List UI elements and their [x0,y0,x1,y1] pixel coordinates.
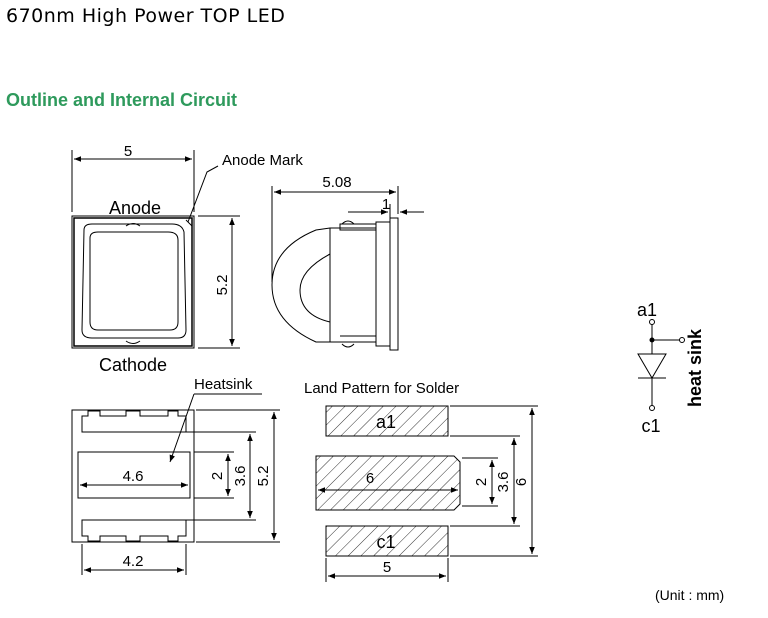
circuit-a1-label: a1 [637,300,657,320]
dim-bottom-h2: 3.6 [232,466,249,487]
dim-top-width: 5 [124,143,132,160]
dim-side-flange: 1 [382,196,390,213]
unit-note: (Unit : mm) [655,587,725,603]
dim-bottom-h3: 5.2 [255,466,272,487]
land-pattern-label: Land Pattern for Solder [304,380,459,397]
pad-c1-label: c1 [376,532,395,552]
dim-land-h3: 6 [513,478,530,486]
bottom-view [71,393,280,575]
cathode-label: Cathode [99,355,167,375]
dim-land-h1: 2 [473,478,490,486]
anode-label: Anode [109,198,161,218]
dim-heatsink-width: 4.6 [123,468,144,485]
heatsink-label: Heatsink [194,376,253,393]
page-title: 670nm High Power TOP LED [6,5,286,27]
dim-pad-width: 4.2 [123,553,144,570]
land-pattern [315,405,538,582]
dim-top-height: 5.2 [214,275,231,296]
internal-circuit [637,319,685,411]
section-title: Outline and Internal Circuit [6,90,238,110]
top-view [71,150,240,349]
dim-bottom-h1: 2 [209,472,226,480]
anode-mark-label: Anode Mark [222,152,303,169]
dim-land-h2: 3.6 [495,472,512,493]
side-view [271,186,424,351]
dim-side-length: 5.08 [322,174,351,191]
circuit-c1-label: c1 [641,416,660,436]
dim-land-pad-width: 5 [383,559,391,576]
dim-land-center-width: 6 [366,470,374,487]
pad-a1-label: a1 [376,412,396,432]
heat-sink-label: heat sink [685,328,705,407]
